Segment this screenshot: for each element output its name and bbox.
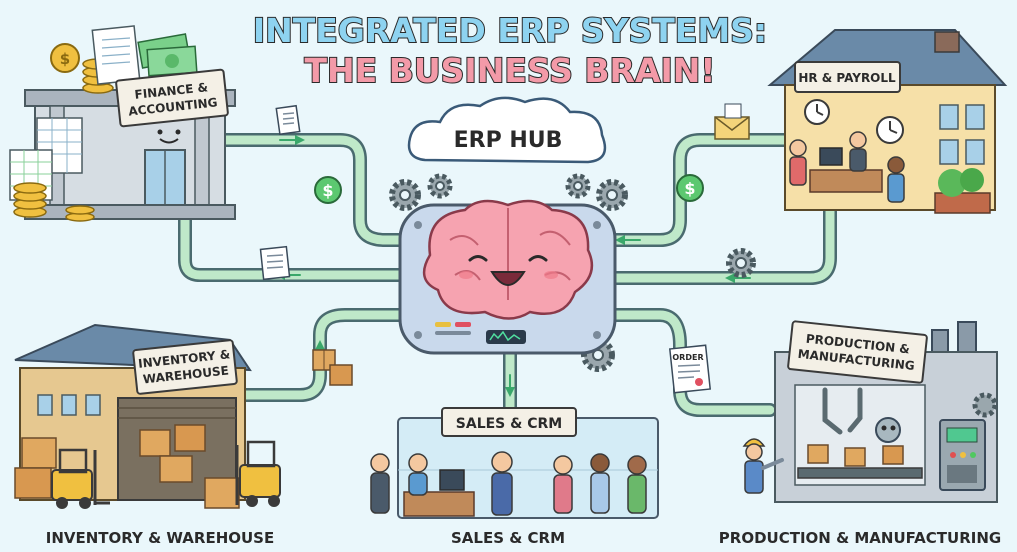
person-icon xyxy=(591,454,609,513)
person-icon xyxy=(554,456,572,513)
cash-icon xyxy=(138,34,197,76)
sales-sign-label: SALES & CRM xyxy=(456,416,562,432)
inventory-module: INVENTORY & WAREHOUSE xyxy=(15,325,280,509)
document-icon xyxy=(261,247,290,280)
robot-icon xyxy=(876,418,900,442)
person-icon xyxy=(371,454,389,513)
person-icon xyxy=(850,132,866,171)
order-document-icon: ORDER xyxy=(670,345,710,393)
clock-icon xyxy=(877,117,903,143)
gear-icon xyxy=(568,176,588,196)
clock-icon xyxy=(805,100,829,124)
dollar-symbol: $ xyxy=(684,179,695,198)
envelope-icon xyxy=(715,104,749,139)
title: INTEGRATED ERP SYSTEMS: THE BUSINESS BRA… xyxy=(253,11,767,90)
hr-sign: HR & PAYROLL xyxy=(795,62,900,92)
boxes-icon xyxy=(808,445,903,466)
inventory-caption: INVENTORY & WAREHOUSE xyxy=(46,529,274,547)
production-module: PRODUCTION & MANUFACTURING xyxy=(744,321,997,502)
document-icon xyxy=(276,106,299,135)
erp-hub xyxy=(400,201,615,353)
order-document-label: ORDER xyxy=(672,353,703,362)
gear-icon xyxy=(599,182,625,208)
title-line1: INTEGRATED ERP SYSTEMS: xyxy=(253,11,767,50)
dollar-coin-icon: $ xyxy=(315,177,341,203)
erp-hub-cloud: ERP HUB xyxy=(409,98,605,162)
person-icon xyxy=(492,452,512,515)
sales-sign: SALES & CRM xyxy=(442,408,576,436)
captions: INVENTORY & WAREHOUSE SALES & CRM PRODUC… xyxy=(46,529,1001,547)
dollar-symbol: $ xyxy=(60,50,70,68)
gear-icon xyxy=(729,251,753,275)
title-line2: THE BUSINESS BRAIN! xyxy=(305,51,716,90)
person-icon xyxy=(790,140,806,185)
inventory-sign: INVENTORY & WAREHOUSE xyxy=(133,340,237,394)
production-caption: PRODUCTION & MANUFACTURING xyxy=(719,529,1001,547)
ledger-icon xyxy=(92,26,139,84)
dollar-coin-icon: $ xyxy=(677,175,703,201)
person-icon xyxy=(888,157,904,202)
sales-caption: SALES & CRM xyxy=(451,529,565,547)
control-panel-icon xyxy=(940,420,985,490)
gear-icon xyxy=(975,395,995,415)
gear-icon xyxy=(430,176,450,196)
gear-icon xyxy=(392,182,418,208)
finance-module: $ FINANCE & ACCOUNTING xyxy=(10,26,235,221)
hr-module: HR & PAYROLL xyxy=(770,30,1005,213)
hr-sign-label: HR & PAYROLL xyxy=(798,71,896,85)
person-icon xyxy=(409,454,427,495)
finance-sign: FINANCE & ACCOUNTING xyxy=(116,69,228,126)
erp-hub-label: ERP HUB xyxy=(454,128,563,153)
person-icon xyxy=(628,456,646,513)
sales-module: SALES & CRM xyxy=(371,408,658,518)
brain-icon xyxy=(424,201,592,319)
dollar-symbol: $ xyxy=(322,181,333,200)
